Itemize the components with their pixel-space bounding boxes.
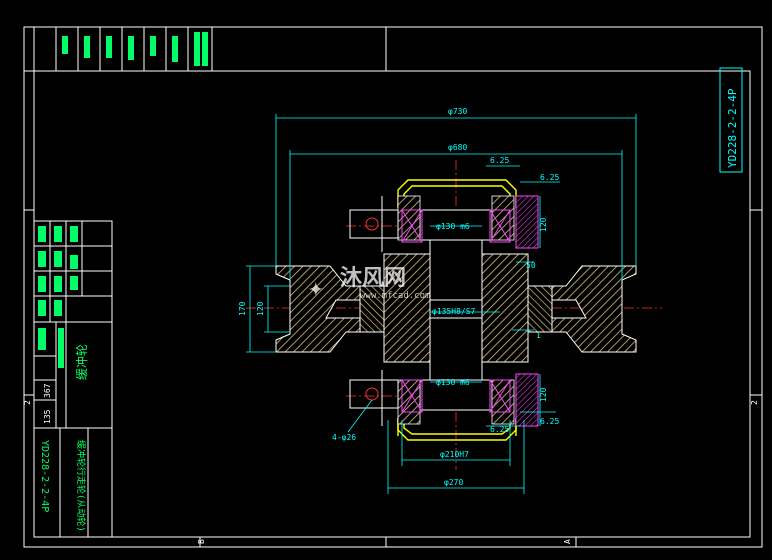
dim-135: φ135H8/S7	[432, 307, 476, 316]
watermark-logo-mark: ✦	[308, 273, 324, 303]
dim-625-bottom: 6.25	[490, 425, 509, 434]
part-title-full: 缓冲轮行走轮(从动轮)	[75, 440, 87, 532]
drawing-number-box	[719, 67, 743, 173]
housing-fill	[397, 195, 515, 425]
bearings	[401, 195, 539, 427]
sheet-mark-b: B	[197, 539, 206, 544]
sheet-frame	[23, 26, 763, 548]
watermark-url: www.mfcad.com	[360, 291, 430, 301]
watermark: ✦ 沐风网 www.mfcad.com	[308, 266, 430, 303]
dim-170: 170	[238, 301, 247, 316]
dim-730: φ730	[448, 107, 467, 116]
wheel-body	[275, 253, 637, 363]
dim-120-right-top: 120	[539, 217, 548, 232]
dim-120-left: 120	[256, 301, 265, 316]
sheet-mark-a: A	[563, 539, 572, 544]
dim-625-top: 6.25	[490, 156, 509, 165]
dim-625-br: 6.25	[540, 417, 559, 426]
sheet-mark-right: 2	[750, 400, 759, 405]
dim-120-right-bottom: 120	[539, 387, 548, 402]
dim-210: φ210H7	[440, 450, 469, 459]
dim-680: φ680	[448, 143, 467, 152]
dim-130m6-bottom: φ130 m6	[436, 378, 470, 387]
watermark-text: 沐风网	[340, 266, 406, 291]
dim-1: 1	[536, 331, 541, 340]
dim-50: 50	[526, 261, 536, 270]
title-block-value-2: 135	[43, 409, 52, 424]
sheet-mark-left: 2	[23, 400, 32, 405]
axle	[419, 209, 493, 411]
header-labels	[62, 32, 208, 66]
drawing-number-bottom: YD228-2-2-4P	[39, 440, 50, 512]
dim-26: 4-φ26	[332, 433, 356, 442]
title-block-value-1: 367	[43, 383, 52, 398]
drawing-number: YD228-2-2-4P	[726, 88, 739, 168]
dim-130m6-top: φ130 m6	[436, 222, 470, 231]
title-block	[33, 220, 113, 538]
side-brackets	[349, 196, 399, 426]
dimension-texts: φ730 φ680 6.25 6.25 φ130 m6 φ135H8/S7 φ1…	[332, 107, 559, 487]
dimension-lines	[246, 114, 637, 494]
title-block-labels	[38, 226, 78, 368]
dim-270: φ270	[444, 478, 463, 487]
part-title: 缓冲轮	[74, 344, 89, 380]
dim-625-right: 6.25	[540, 173, 559, 182]
